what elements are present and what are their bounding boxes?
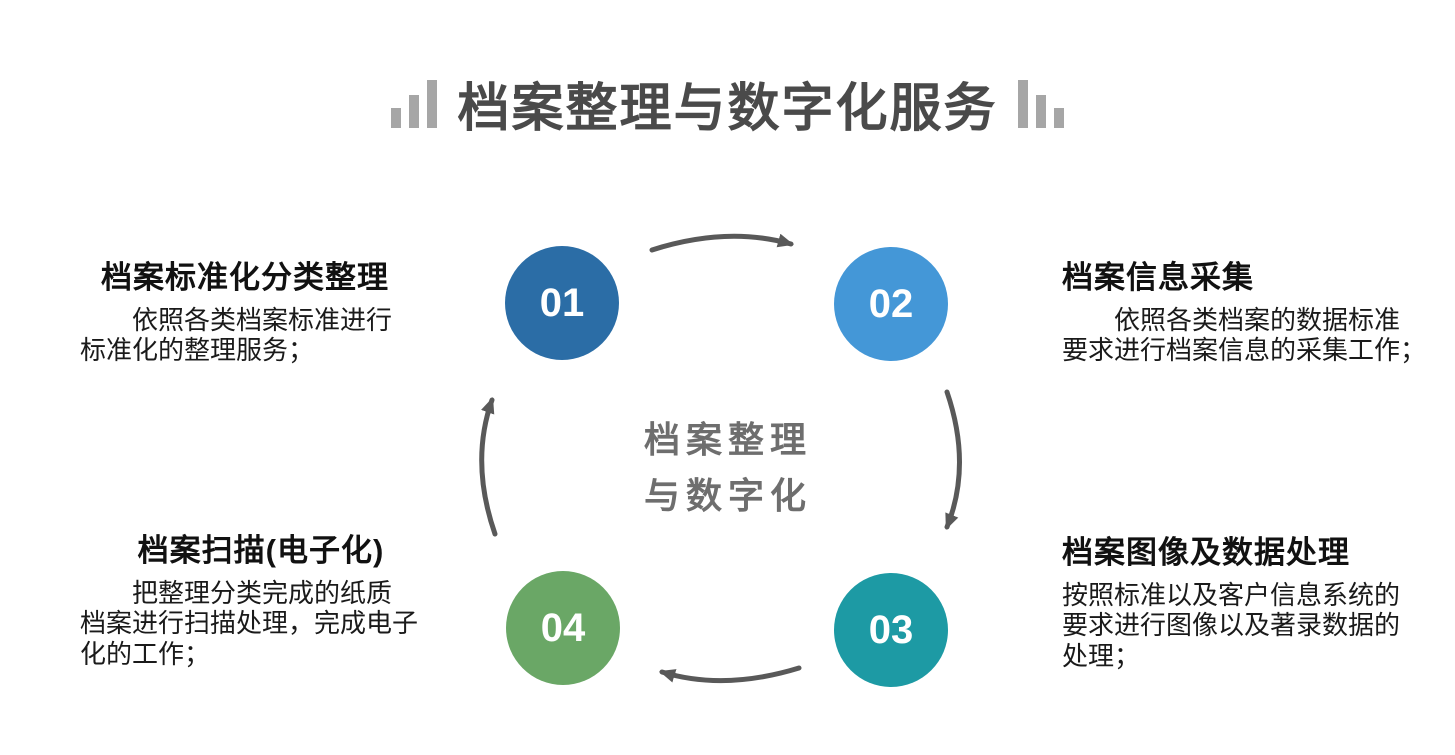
step2-description: 依照各类档案的数据标准 要求进行档案信息的采集工作； [1062, 304, 1427, 366]
step1-text-block: 档案标准化分类整理 依照各类档案标准进行 标准化的整理服务； [80, 260, 410, 366]
step4-title: 档案扫描(电子化) [137, 533, 385, 568]
step-number: 03 [868, 607, 914, 652]
arrow-step4-to-step1 [479, 397, 498, 537]
step2-title: 档案信息采集 [1062, 260, 1254, 295]
title-bars-left-icon [391, 80, 438, 138]
bar [409, 95, 420, 128]
step3-title: 档案图像及数据处理 [1062, 535, 1350, 570]
step3-description: 按照标准以及客户信息系统的 要求进行图像以及著录数据的 处理； [1062, 579, 1401, 671]
center-label-line2: 与数字化 [643, 474, 812, 516]
step-number: 01 [539, 280, 585, 325]
step1-description: 依照各类档案标准进行 标准化的整理服务； [80, 304, 393, 366]
arrow-step2-to-step3 [944, 389, 962, 530]
bar [391, 108, 402, 128]
title-bars-right-icon [1017, 80, 1064, 138]
bar [427, 80, 438, 128]
arrow-step1-to-step2 [649, 233, 794, 253]
step4-text-block: 档案扫描(电子化) 把整理分类完成的纸质 档案进行扫描处理，完成电子 化的工作； [80, 533, 442, 670]
page-title: 档案整理与数字化服务 [457, 79, 998, 138]
step4-description: 把整理分类完成的纸质 档案进行扫描处理，完成电子 化的工作； [80, 577, 419, 669]
step-circle-01: 01 [505, 246, 619, 360]
step3-text-block: 档案图像及数据处理 按照标准以及客户信息系统的 要求进行图像以及著录数据的 处理… [1062, 535, 1437, 672]
step-circle-03: 03 [834, 573, 948, 687]
step2-text-block: 档案信息采集 依照各类档案的数据标准 要求进行档案信息的采集工作； [1062, 260, 1437, 366]
bar [1035, 95, 1046, 128]
step-circle-04: 04 [506, 571, 620, 685]
bar [1053, 108, 1064, 128]
slide-header: 档案整理与数字化服务 [0, 80, 1455, 138]
step-circle-02: 02 [834, 247, 948, 361]
center-label-line1: 档案整理 [643, 419, 812, 460]
bar [1017, 80, 1028, 128]
arrow-step3-to-step4 [659, 665, 802, 684]
step-number: 04 [540, 605, 586, 650]
cycle-center-label: 档案整理 与数字化 [578, 412, 878, 524]
step1-title: 档案标准化分类整理 [101, 260, 389, 295]
step-number: 02 [868, 281, 914, 326]
